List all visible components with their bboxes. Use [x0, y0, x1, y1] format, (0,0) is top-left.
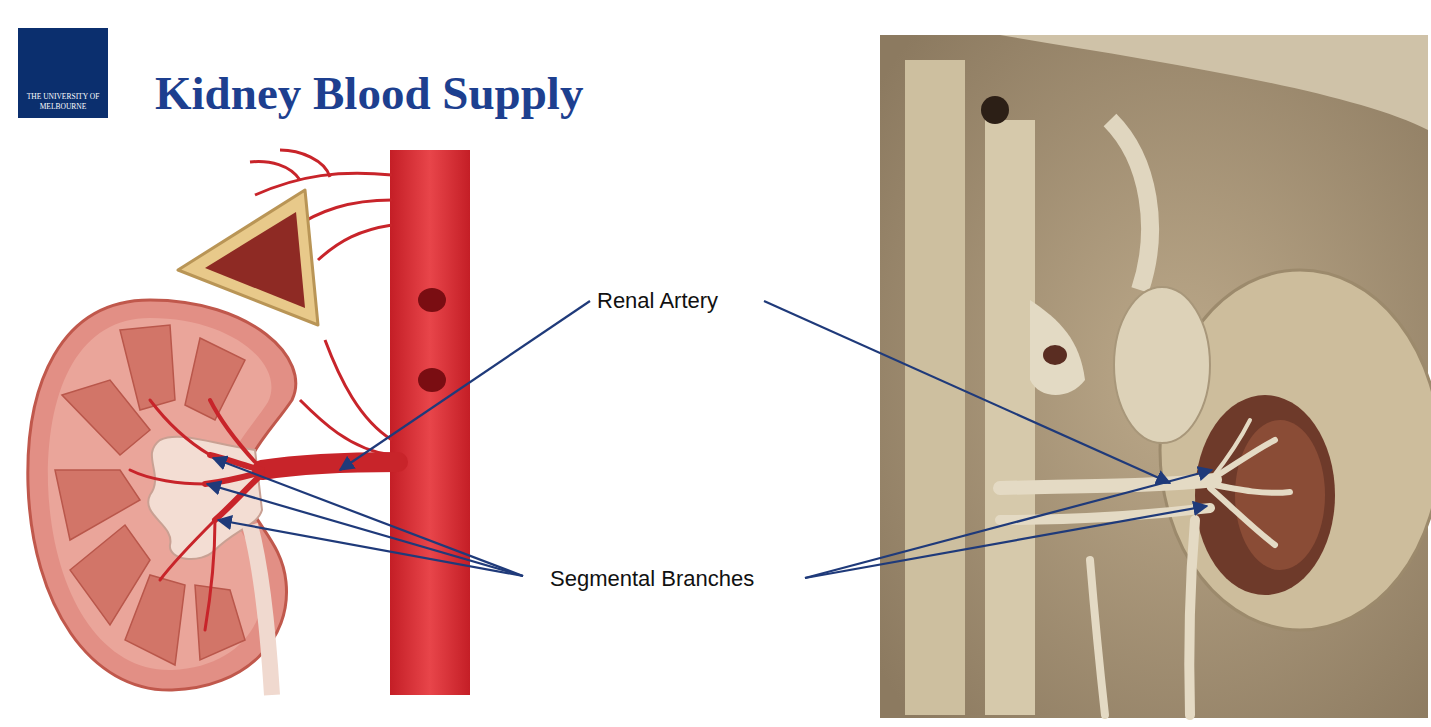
aorta	[390, 150, 470, 695]
callout-label: Segmental Branches	[550, 566, 754, 592]
leader-line	[764, 301, 1170, 483]
leader-line	[805, 506, 1207, 578]
leader-line	[805, 470, 1212, 578]
leader-line	[218, 520, 523, 576]
leader-line	[213, 458, 523, 576]
logo-badge: THE UNIVERSITY OF MELBOURNE	[18, 28, 108, 118]
leader-line	[207, 484, 523, 576]
callout-label: Renal Artery	[597, 288, 718, 314]
dissection-photo	[880, 35, 1431, 718]
slide-title: Kidney Blood Supply	[155, 66, 583, 120]
renal-artery	[130, 400, 398, 630]
leader-line	[340, 301, 590, 470]
logo-text: THE UNIVERSITY OF MELBOURNE	[18, 92, 108, 112]
